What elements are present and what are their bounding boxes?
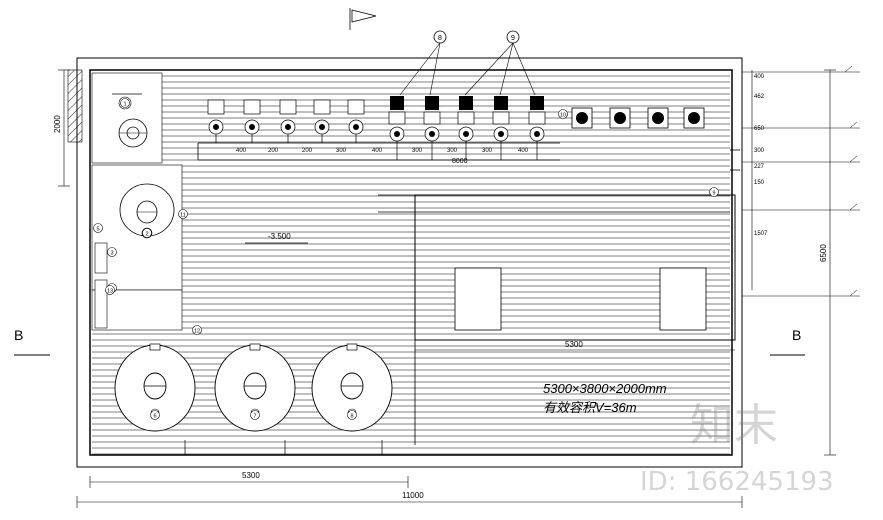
svg-text:9: 9: [511, 35, 515, 42]
watermark-brand: 知末: [690, 400, 778, 451]
dim-right-height: 6500: [819, 244, 828, 262]
vertical-pump-icon: [457, 96, 475, 160]
equipment-tag: 3: [107, 247, 117, 257]
vertical-pump-icon: [492, 96, 510, 160]
callout-pumps-a: 8: [399, 30, 447, 96]
section-mark-left: B: [14, 327, 50, 356]
sump-left: [454, 267, 502, 331]
equipment-tag: 8: [347, 410, 357, 420]
storage-tank-icon: [214, 343, 296, 455]
north-arrow-icon: [349, 8, 377, 30]
inner-boundary: [89, 69, 733, 456]
svg-text:8: 8: [438, 35, 442, 42]
level-annotation: -3.500: [268, 232, 291, 241]
right-dimension: [751, 69, 836, 456]
left-cabinet-b: [94, 279, 108, 329]
svg-text:10: 10: [560, 113, 566, 119]
equipment-tag: 9: [709, 187, 719, 197]
dim-left-height: 2000: [53, 115, 62, 133]
vertical-pump-icon: [423, 96, 441, 160]
svg-text:13: 13: [107, 289, 113, 295]
pump-dim-label: 300: [447, 148, 458, 154]
equipment-tag: 7: [250, 410, 260, 420]
dim-overall-width: 11000: [402, 491, 424, 500]
right-dim-label: 150: [754, 180, 765, 186]
dim-middle: 5300: [565, 340, 583, 349]
pump-dim-label: 300: [482, 148, 493, 154]
vertical-pump-icon: [528, 96, 546, 160]
equipment-number-tags: 12345678910111213: [93, 98, 719, 420]
right-dim-label: 650: [754, 126, 765, 132]
dim-pump-total: 8000: [452, 158, 468, 165]
svg-text:B: B: [14, 327, 23, 343]
control-boxes: [571, 107, 705, 129]
equipment-tag: 13: [105, 285, 115, 295]
svg-text:7: 7: [253, 414, 256, 420]
vertical-pump-icon: [388, 96, 406, 160]
svg-text:12: 12: [194, 329, 200, 335]
right-leaders: [742, 65, 860, 297]
pump-dimension-labels: 400 200 200 300 400 300 300 300 400: [236, 148, 529, 154]
equipment-tag: 6: [150, 410, 160, 420]
svg-text:2: 2: [145, 232, 148, 238]
svg-text:6: 6: [153, 414, 156, 420]
header-pipes: [197, 142, 740, 213]
svg-text:3: 3: [110, 251, 113, 257]
right-dim-label: 400: [754, 74, 765, 80]
equipment-tag: 11: [178, 209, 188, 219]
hatched-wall: [67, 69, 83, 143]
equipment-tag: 2: [142, 228, 152, 238]
right-dim-stack: 400 462 650 300 227 150 1507: [754, 74, 768, 237]
equipment-tag: 5: [93, 223, 103, 233]
pump-dim-label: 400: [236, 148, 247, 154]
outer-boundary: [76, 57, 743, 468]
pump-dim-label: 200: [302, 148, 313, 154]
svg-text:B: B: [792, 327, 801, 343]
right-dim-label: 227: [754, 164, 765, 170]
watermark-id: ID: 166245193: [640, 467, 834, 497]
storage-tanks: [114, 343, 393, 455]
dim-bottom-left: 5300: [242, 471, 260, 480]
bottom-dimensions: [76, 349, 743, 508]
svg-text:1: 1: [123, 102, 126, 108]
svg-text:11: 11: [180, 213, 186, 219]
left-room-top: [91, 72, 163, 164]
pump-dim-label: 300: [336, 148, 347, 154]
pump-dim-label: 200: [268, 148, 279, 154]
equipment-tag: 12: [192, 325, 202, 335]
sump-right: [659, 267, 707, 331]
equipment-tag: 1: [120, 98, 130, 108]
tank-volume: 有效容积V=36m: [543, 400, 637, 415]
storage-tank-icon: [114, 343, 196, 455]
pump-group-left: [207, 99, 365, 143]
section-mark-right: B: [770, 327, 805, 356]
pump-dim-label: 400: [372, 148, 383, 154]
equipment-tag: 10: [558, 109, 568, 119]
pump-icon: [243, 99, 261, 143]
pump-icon: [207, 99, 225, 143]
left-cabinet-a: [94, 242, 108, 274]
pump-icon: [279, 99, 297, 143]
right-dim-label: 462: [754, 94, 765, 100]
svg-text:9: 9: [712, 191, 715, 197]
svg-text:5: 5: [96, 227, 99, 233]
callout-pumps-b: 9: [464, 30, 536, 96]
tank-spec: 5300×3800×2000mm: [543, 381, 667, 396]
pump-dim-label: 300: [412, 148, 423, 154]
pump-dim-label: 400: [518, 148, 529, 154]
pump-icon: [347, 99, 365, 143]
svg-text:8: 8: [350, 414, 353, 420]
left-dimension: [58, 69, 70, 187]
watermark: 知末 ID: 166245193: [640, 400, 834, 497]
right-dim-label: 300: [754, 148, 765, 154]
pump-group-right: [388, 96, 546, 160]
pump-icon: [313, 99, 331, 143]
storage-tank-icon: [311, 343, 393, 455]
right-dim-label: 1507: [754, 231, 768, 237]
